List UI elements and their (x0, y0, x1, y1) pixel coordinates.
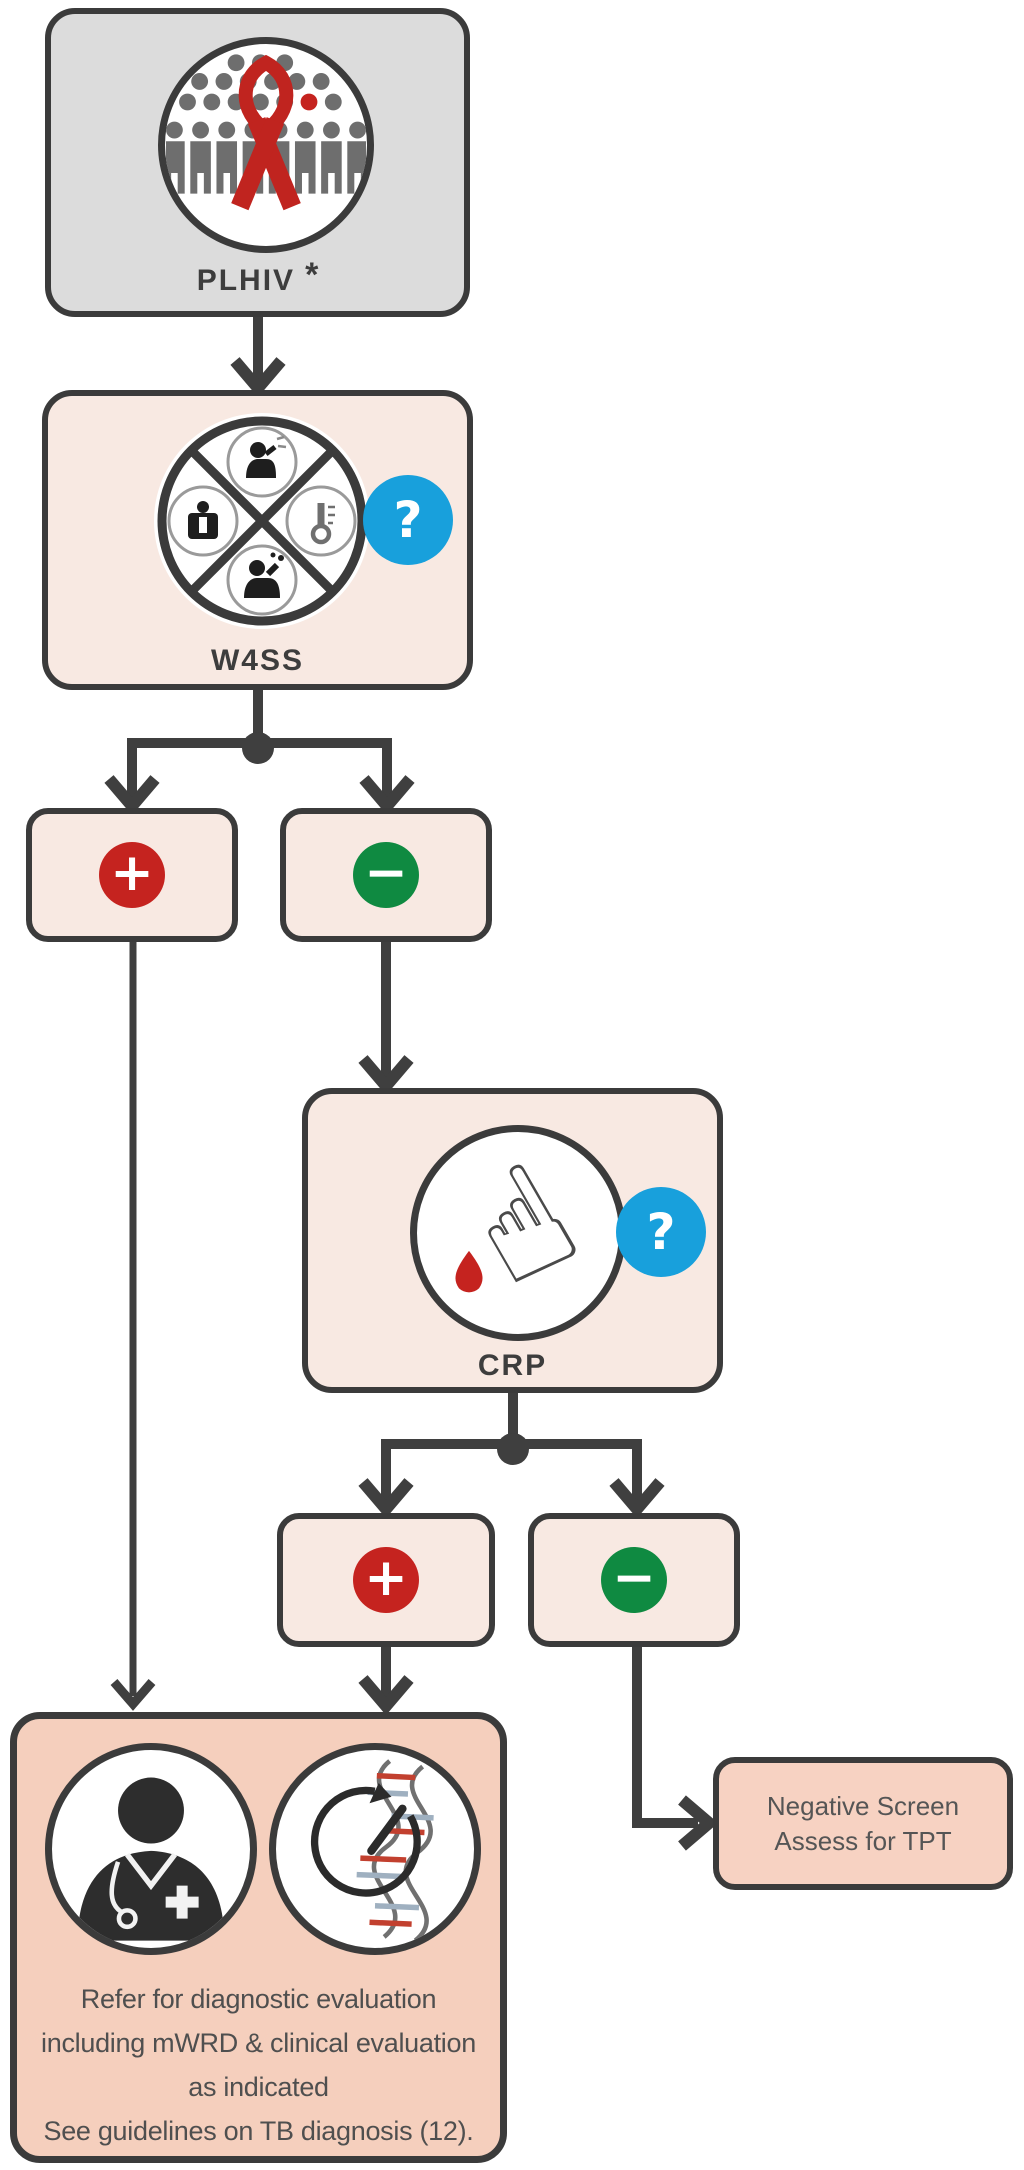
circular-arrow-icon (310, 1783, 421, 1897)
arrowhead-w4ss-negative (359, 775, 415, 816)
plus-symbol: + (110, 843, 154, 903)
doctor-icon-circle (45, 1743, 257, 1955)
plhiv-asterisk: * (305, 256, 319, 294)
red-head-dot (300, 93, 318, 111)
arrowhead-plhiv-to-w4ss (230, 357, 286, 398)
negative-screen-line: Assess for TPT (774, 1825, 952, 1856)
plhiv-label: PLHIV * (51, 256, 464, 299)
cough-icon (226, 426, 298, 498)
node-referral: Refer for diagnostic evaluation includin… (10, 1712, 507, 2163)
x-cross (188, 447, 336, 595)
negative-screen-line: Negative Screen (766, 1790, 960, 1821)
connector-crp-negative-to-negscreen (632, 1647, 698, 1828)
arrowhead-w4ss-positive (104, 775, 160, 816)
referral-line: including mWRD & clinical evaluation (41, 2028, 476, 2058)
medical-cross-icon (165, 1885, 199, 1919)
negative-sign-icon: − (353, 842, 419, 908)
node-w4ss-positive: + (26, 808, 238, 942)
blood-drop-icon (455, 1250, 483, 1293)
crowd-with-ribbon-icon (166, 54, 366, 211)
positive-sign-icon: + (353, 1547, 419, 1613)
red-ribbon-icon (231, 54, 301, 211)
referral-line: See guidelines on TB diagnosis (12). (43, 2116, 474, 2146)
negative-screen-text: Negative Screen Assess for TPT (719, 1763, 1007, 1884)
referral-line: Refer for diagnostic evaluation (80, 1984, 437, 2014)
node-crp: ☝ ? CRP (302, 1088, 723, 1393)
fever-icon (285, 485, 357, 557)
crp-icon-circle: ☝ (410, 1125, 626, 1341)
arrowhead-to-crp (358, 1055, 414, 1096)
w4ss-help-badge: ? (363, 475, 453, 565)
weight-loss-icon (167, 485, 239, 557)
positive-sign-icon: + (99, 842, 165, 908)
node-w4ss-negative: − (280, 808, 492, 942)
question-mark-icon: ? (646, 1203, 676, 1261)
minus-symbol: − (612, 1548, 656, 1608)
plus-symbol: + (364, 1548, 408, 1608)
arrowhead-crp-positive-to-referral (358, 1675, 414, 1716)
referral-line: as indicated (188, 2072, 329, 2102)
w4ss-icon-circle (154, 413, 370, 629)
minus-symbol: − (364, 843, 408, 903)
arrowhead-crp-positive (358, 1478, 414, 1519)
node-plhiv: PLHIV * (45, 8, 470, 317)
w4ss-label: W4SS (210, 644, 305, 677)
node-crp-negative: − (528, 1513, 740, 1647)
negative-sign-icon: − (601, 1547, 667, 1613)
four-symptom-screen-icon (157, 416, 367, 626)
doctor-icon (77, 1777, 225, 1941)
node-negative-screen: Negative Screen Assess for TPT (713, 1757, 1013, 1890)
night-sweats-icon (226, 544, 298, 616)
plhiv-icon-circle (158, 37, 374, 253)
crp-label: CRP (477, 1349, 548, 1382)
arrowhead-crp-negative (609, 1478, 665, 1519)
molecular-test-icon-circle (269, 1743, 481, 1955)
question-mark-icon: ? (393, 491, 423, 549)
crp-help-badge: ? (616, 1187, 706, 1277)
molecular-dna-test-icon (310, 1759, 434, 1943)
node-w4ss: ? W4SS (42, 390, 473, 690)
arrowhead-to-negscreen (678, 1795, 719, 1851)
plhiv-label-text: PLHIV (196, 264, 296, 297)
referral-text: Refer for diagnostic evaluation includin… (25, 1977, 492, 2153)
arrowhead-positive-to-referral (110, 1679, 156, 1711)
node-crp-positive: + (277, 1513, 495, 1647)
